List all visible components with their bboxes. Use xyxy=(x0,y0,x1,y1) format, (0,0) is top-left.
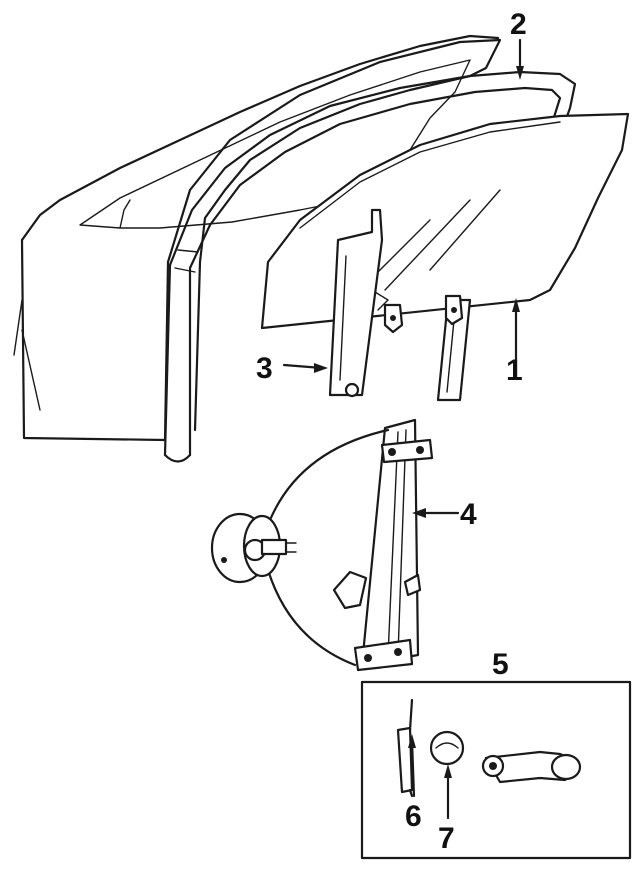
callout-7: 7 xyxy=(438,822,455,855)
handle-pin xyxy=(396,698,414,798)
escutcheon xyxy=(429,730,465,766)
guide-channels xyxy=(328,208,472,402)
run-channel xyxy=(163,70,577,463)
crank-handle-kit xyxy=(360,680,632,860)
leader-lines xyxy=(282,38,524,820)
callout-5: 5 xyxy=(492,648,509,681)
callout-labels: 1 2 3 4 5 6 7 xyxy=(256,8,527,855)
callout-1: 1 xyxy=(506,354,523,387)
callout-6: 6 xyxy=(405,800,422,833)
callout-2: 2 xyxy=(510,8,527,41)
callout-3: 3 xyxy=(256,352,273,385)
callout-4: 4 xyxy=(460,498,477,531)
window-regulator xyxy=(210,418,434,672)
door-shell xyxy=(13,34,502,442)
